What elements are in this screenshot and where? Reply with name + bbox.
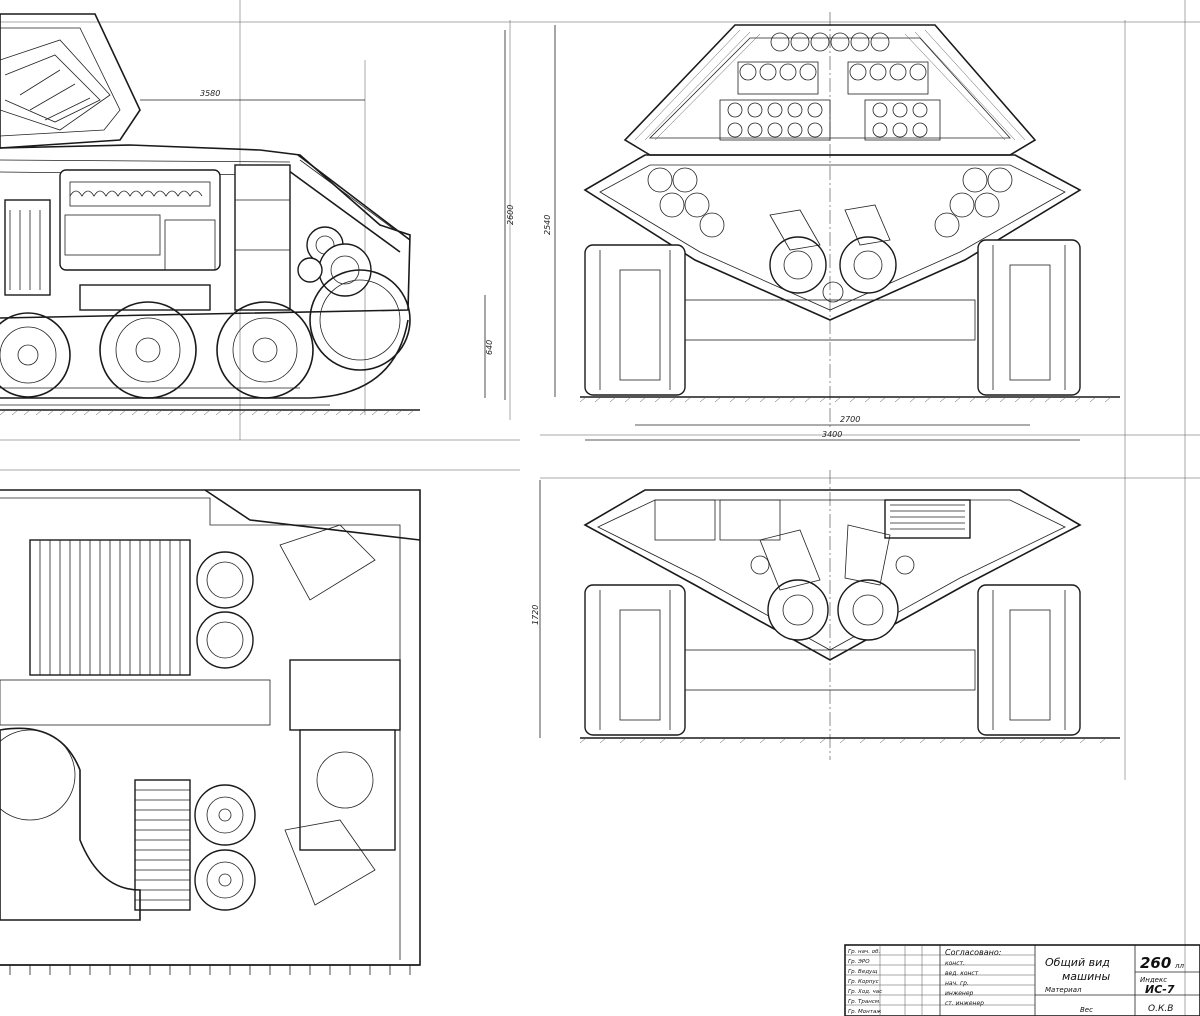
tb-approval-4: ст. инженер [945, 1000, 984, 1007]
section-radiator [654, 499, 971, 541]
tb-index-label: Индекс [1140, 976, 1167, 984]
dim-side-length: 3580 [200, 89, 220, 98]
plan-view [0, 489, 421, 975]
dim-overall-width: 3400 [822, 430, 842, 439]
section-engine [750, 524, 915, 641]
dim-ground-clearance: 640 [485, 340, 494, 355]
dim-section-height: 1720 [531, 605, 540, 625]
tb-role-1: Гр. ЭРО [848, 959, 870, 965]
rear-side-tanks [647, 167, 1013, 238]
section-track-left [584, 584, 686, 736]
tb-index-value: ИС-7 [1145, 983, 1175, 996]
dim-rear-height: 2540 [543, 215, 552, 235]
tb-approval-2: нач. гр. [945, 980, 969, 987]
title-block: Гр. нач. об. Гр. ЭРО Гр. Ведущ Гр. Корпу… [844, 944, 1200, 1016]
tb-role-5: Гр. Трансм. [848, 999, 881, 1005]
tb-role-4: Гр. Ход. час [848, 989, 882, 995]
dim-track-center: 2700 [840, 415, 860, 424]
cross-section-view: 1720 [531, 480, 1120, 744]
side-view: 3580 2600 640 [0, 13, 515, 416]
rear-view: 2540 2700 3400 [543, 24, 1120, 441]
tb-role-2: Гр. Ведущ [848, 969, 877, 975]
tb-role-0: Гр. нач. об. [848, 949, 881, 955]
tb-approval-0: конст. [945, 960, 965, 967]
tb-approval-1: вед. конст [945, 970, 979, 977]
tb-role-6: Гр. Монтаж [848, 1009, 881, 1015]
tb-title-line2: машины [1062, 970, 1110, 983]
rear-engine [769, 204, 897, 303]
plan-radiator [29, 539, 191, 676]
side-transmission [234, 164, 372, 311]
tb-material-label: Материал [1045, 986, 1082, 994]
rear-track-right [977, 239, 1081, 396]
tb-title-line1: Общий вид [1045, 956, 1110, 969]
tb-approval-3: инженер [945, 990, 974, 997]
rear-track-left [584, 244, 686, 396]
tb-dept: О.К.В [1148, 1004, 1173, 1014]
tb-role-3: Гр. Корпус [848, 979, 879, 985]
dim-side-height: 2600 [506, 205, 515, 225]
tb-weight-label: Вес [1080, 1006, 1093, 1014]
tb-agreed-label: Согласовано: [945, 948, 1002, 957]
rear-fuel-tanks [719, 32, 941, 141]
section-track-right [977, 584, 1081, 736]
side-engine [4, 169, 221, 311]
tb-sheet-suffix: лл [1174, 962, 1184, 970]
turret-rack [0, 39, 111, 131]
tb-sheet-number: 260 [1140, 954, 1171, 972]
